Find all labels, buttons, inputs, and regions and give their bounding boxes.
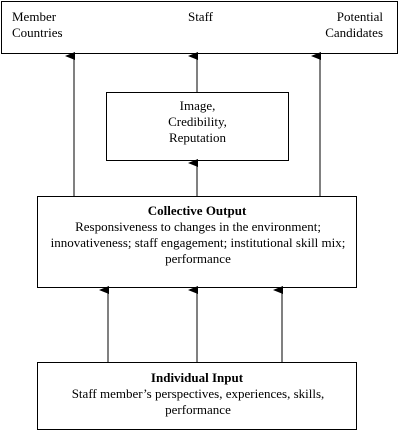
individual-input-title: Individual Input [150,370,244,385]
individual-input-body: Staff member’s perspectives, experiences… [71,386,325,417]
member-countries-label: Member Countries [12,9,63,40]
individual-input-box: Individual Input Staff member’s perspect… [37,362,357,430]
collective-output-box: Collective Output Responsiveness to chan… [37,196,357,288]
collective-output-body: Responsiveness to changes in the environ… [50,219,346,266]
staff-label: Staff [187,9,214,24]
image-credibility-box: Image, Credibility, Reputation [106,92,289,161]
potential-candidates-label: Potential Candidates [325,9,383,40]
stakeholders-box: Member Countries Staff Potential Candida… [1,1,398,54]
collective-output-title: Collective Output [147,203,247,218]
image-credibility-label: Image, Credibility, Reputation [168,98,227,145]
